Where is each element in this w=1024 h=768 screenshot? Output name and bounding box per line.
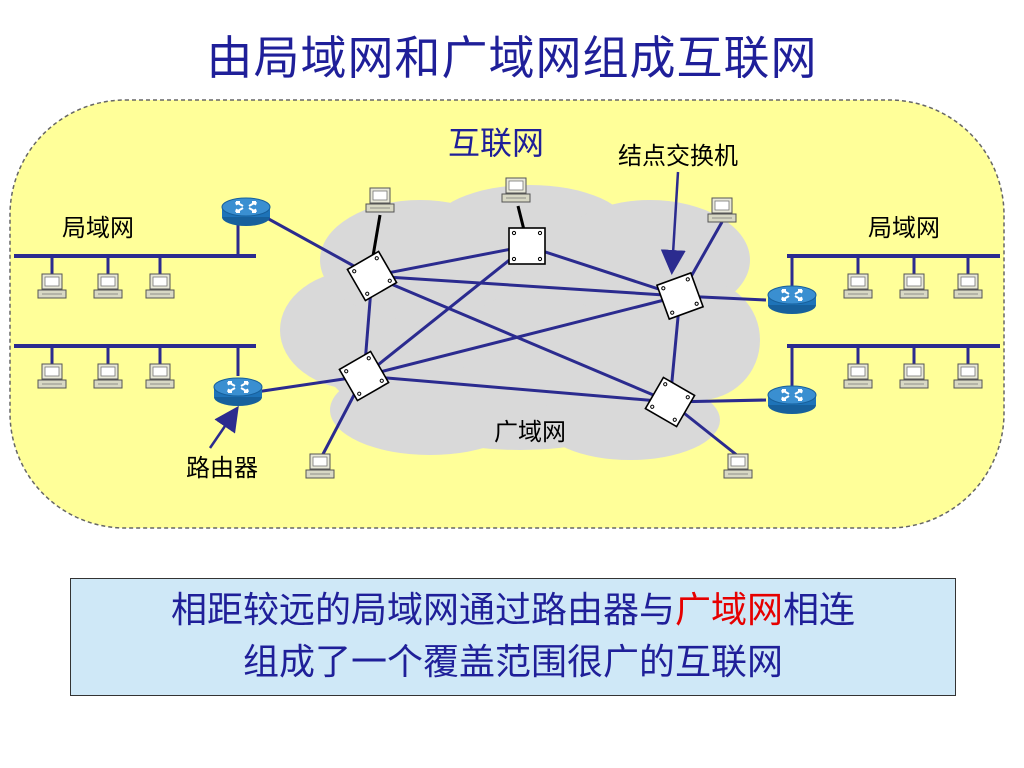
router-icon (767, 385, 817, 415)
router-icon (213, 377, 263, 407)
router-icon (221, 197, 271, 227)
wan-label: 广域网 (494, 418, 566, 446)
node-switch-label: 结点交换机 (618, 142, 738, 170)
router-label: 路由器 (186, 454, 258, 482)
lan-right-label: 局域网 (868, 214, 940, 242)
caption-highlight: 广域网 (674, 590, 783, 631)
lan-left-label: 局域网 (62, 214, 134, 242)
router-icon (767, 285, 817, 315)
caption-text: 相距较远的局域网通过路由器与 (170, 590, 675, 631)
caption-text: 相连 (783, 590, 856, 631)
page-title: 由局域网和广域网组成互联网 (206, 31, 818, 85)
caption-line-1: 相距较远的局域网通过路由器与广域网相连 (71, 585, 955, 637)
switch-icon (508, 227, 546, 265)
caption-line-2: 组成了一个覆盖范围很广的互联网 (242, 642, 783, 683)
internet-label: 互联网 (448, 124, 545, 162)
caption-box: 相距较远的局域网通过路由器与广域网相连 组成了一个覆盖范围很广的互联网 (70, 578, 956, 696)
